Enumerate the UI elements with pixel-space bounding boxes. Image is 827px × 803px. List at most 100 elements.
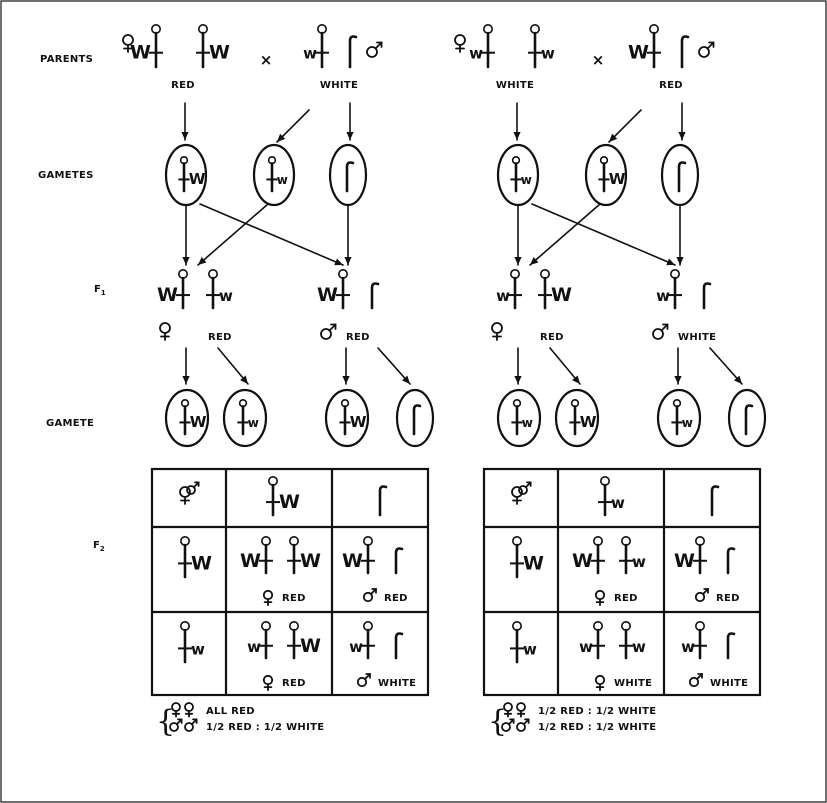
gamete-cell bbox=[395, 388, 435, 448]
female-symbol bbox=[184, 702, 194, 718]
x-chromosome: W bbox=[572, 535, 605, 575]
arrow-head bbox=[513, 132, 521, 140]
male-symbol-head bbox=[371, 588, 377, 594]
male-symbol-head bbox=[524, 718, 530, 724]
x-chromosome: w bbox=[266, 156, 288, 193]
allele-w: w bbox=[277, 173, 288, 187]
male-symbol-ring bbox=[694, 591, 706, 603]
arrow bbox=[342, 347, 350, 385]
y-chromosome bbox=[726, 632, 736, 660]
punnett-phenotype: RED bbox=[282, 678, 306, 689]
arrow bbox=[182, 205, 190, 266]
gamete-outline bbox=[395, 388, 435, 448]
arrow-shaft bbox=[377, 347, 411, 385]
punnett-border bbox=[150, 467, 430, 697]
arrow-head bbox=[334, 258, 343, 266]
gamete-outline bbox=[164, 143, 208, 207]
y-chromosome bbox=[744, 404, 754, 436]
male-symbol-head bbox=[194, 481, 200, 487]
row-labels: PARENTS GAMETES F1 GAMETE F2 bbox=[38, 54, 106, 553]
male-symbol-head bbox=[177, 718, 183, 724]
allele-w: w bbox=[682, 416, 693, 430]
f1-female-phenotype: RED bbox=[208, 332, 232, 343]
gamete-outline bbox=[328, 143, 368, 207]
arrow-head bbox=[674, 376, 682, 384]
x-chromosome: W bbox=[196, 23, 230, 69]
y-chromosome bbox=[726, 547, 736, 575]
x-chromosome: w bbox=[619, 535, 646, 575]
allele-W: W bbox=[523, 552, 544, 574]
x-chromosome: W bbox=[240, 535, 273, 575]
female-symbol bbox=[594, 674, 606, 691]
gamete-cell: W bbox=[584, 143, 628, 207]
x-chromosome: W bbox=[178, 156, 206, 193]
x-chromosome: w bbox=[579, 620, 605, 660]
arrow-head bbox=[344, 257, 352, 265]
arrow-head bbox=[733, 375, 742, 384]
arrow bbox=[608, 109, 642, 143]
allele-W: W bbox=[674, 550, 695, 572]
allele-W: W bbox=[157, 284, 178, 306]
allele-w: w bbox=[191, 640, 205, 658]
punnett-phenotype: WHITE bbox=[378, 678, 416, 689]
allele-W: W bbox=[350, 413, 367, 431]
male-symbol-shaft bbox=[328, 323, 337, 332]
allele-W: W bbox=[609, 170, 626, 188]
male-symbol-ring bbox=[184, 722, 194, 732]
y-chromatid bbox=[702, 282, 712, 310]
x-chromosome: W bbox=[287, 535, 321, 575]
male-symbol-head bbox=[192, 718, 198, 724]
allele-w: w bbox=[632, 553, 646, 571]
allele-W: W bbox=[190, 413, 207, 431]
y-chromosome bbox=[378, 485, 388, 517]
y-chromosome bbox=[348, 35, 358, 69]
male-symbol-ring bbox=[320, 328, 332, 340]
arrow bbox=[276, 109, 310, 143]
female-symbol bbox=[179, 486, 191, 505]
arrow-head bbox=[346, 132, 354, 140]
male-symbol bbox=[362, 588, 377, 603]
arrow bbox=[513, 102, 521, 141]
gamete-cell: w bbox=[496, 143, 540, 207]
y-chromosome bbox=[394, 547, 404, 575]
gamete-cell: w bbox=[252, 143, 296, 207]
female-symbol bbox=[511, 486, 523, 505]
arrow-shaft bbox=[197, 203, 269, 266]
allele-w: w bbox=[611, 494, 625, 512]
y-chromosome bbox=[412, 404, 422, 436]
gamete-outline bbox=[496, 143, 540, 207]
male-symbol-head bbox=[509, 718, 515, 724]
gamete-cell: w bbox=[222, 388, 268, 448]
x-chromosome: W bbox=[157, 268, 190, 310]
male-symbol bbox=[320, 323, 337, 340]
male-symbol-ring bbox=[698, 46, 710, 58]
female-symbol bbox=[594, 589, 606, 606]
allele-w: w bbox=[632, 638, 646, 656]
gamete-outline bbox=[164, 388, 210, 448]
y-chromosome bbox=[710, 485, 720, 517]
female-symbol bbox=[491, 322, 503, 341]
arrow bbox=[514, 347, 522, 385]
allele-w: w bbox=[219, 287, 233, 305]
arrow bbox=[531, 203, 676, 266]
arrow-head bbox=[514, 376, 522, 384]
allele-w: w bbox=[349, 638, 363, 656]
male-symbol-head bbox=[703, 588, 709, 594]
male-symbol-ring bbox=[169, 722, 179, 732]
x-chromosome: W bbox=[510, 535, 544, 579]
arrow bbox=[529, 203, 601, 266]
allele-W: W bbox=[300, 635, 321, 657]
allele-W: W bbox=[572, 550, 593, 572]
allele-W: W bbox=[189, 170, 206, 188]
y-chromosome bbox=[345, 161, 355, 193]
y-chromatid bbox=[378, 485, 388, 517]
female-symbol bbox=[159, 322, 171, 341]
allele-w: w bbox=[579, 638, 593, 656]
label-gametes: GAMETES bbox=[38, 170, 94, 181]
